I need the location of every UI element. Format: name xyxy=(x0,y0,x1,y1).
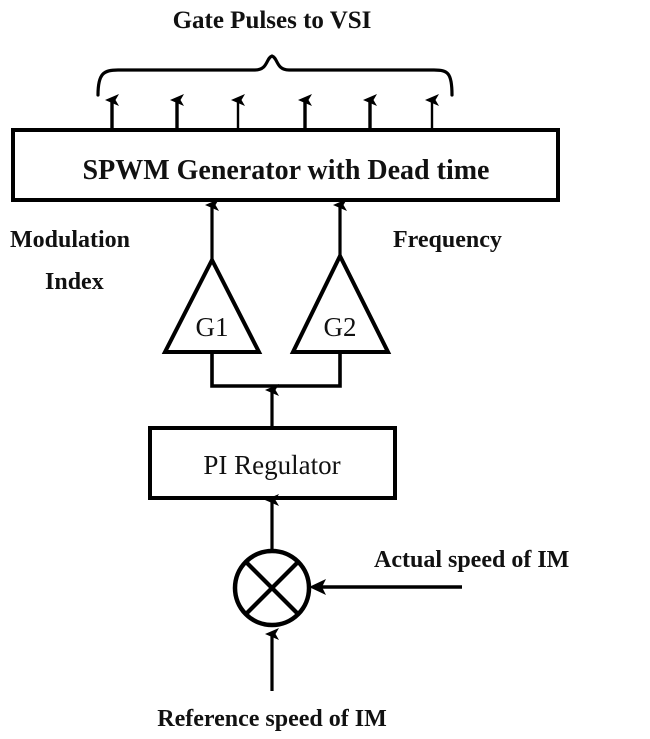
g1-label: G1 xyxy=(196,312,229,342)
g2-label: G2 xyxy=(324,312,357,342)
frequency-label: Frequency xyxy=(393,227,502,253)
gain-block-g2[interactable]: G2 xyxy=(289,199,392,354)
modulation-index-line1: Modulation xyxy=(10,227,130,253)
actual-speed-label: Actual speed of IM xyxy=(374,547,569,573)
reference-speed-input: Reference speed of IM xyxy=(157,628,387,732)
diagram-title: Gate Pulses to VSI xyxy=(173,7,372,34)
gate-pulse-arrows xyxy=(105,94,439,130)
modulation-index-label: Modulation Index xyxy=(10,227,130,295)
reference-speed-label: Reference speed of IM xyxy=(157,706,386,732)
pi-regulator-block[interactable]: PI Regulator xyxy=(148,426,397,500)
gate-pulse-brace xyxy=(96,54,454,97)
spwm-generator-block[interactable]: SPWM Generator with Dead time xyxy=(11,128,560,202)
gain-bus-connector xyxy=(210,352,342,428)
gain-block-g1[interactable]: G1 xyxy=(161,199,263,354)
actual-speed-arrowhead xyxy=(309,579,326,595)
summing-junction[interactable] xyxy=(232,548,312,628)
actual-speed-feedback: Actual speed of IM xyxy=(309,547,569,595)
modulation-index-line2: Index xyxy=(45,269,104,295)
spwm-generator-label: SPWM Generator with Dead time xyxy=(83,155,490,186)
pi-regulator-label: PI Regulator xyxy=(203,450,340,480)
